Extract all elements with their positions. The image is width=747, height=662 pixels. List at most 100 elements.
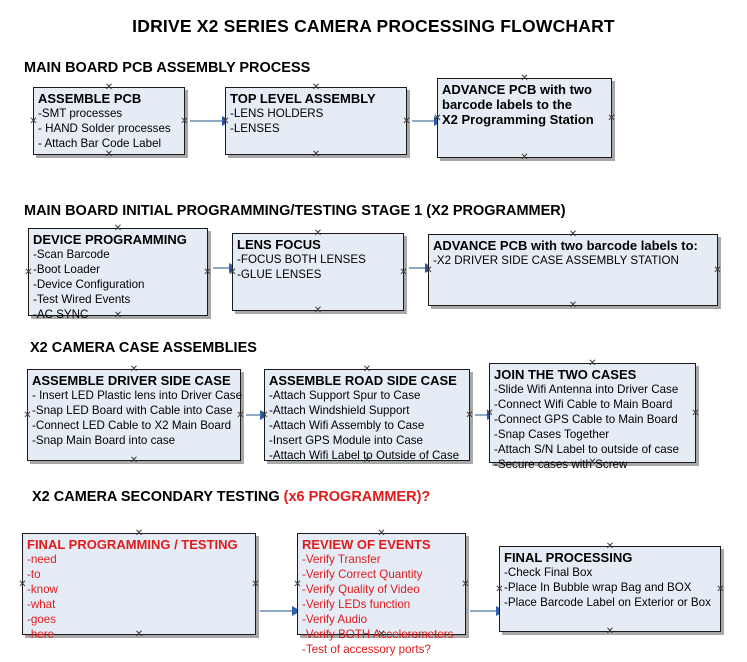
box-line: -X2 DRIVER SIDE CASE ASSEMBLY STATION (433, 254, 679, 267)
resize-handle-bottom[interactable] (569, 301, 578, 310)
resize-handle-bottom[interactable] (105, 150, 114, 159)
box-lines: -need -to -know -what -goes -here (27, 552, 251, 642)
section-heading-3: X2 CAMERA CASE ASSEMBLIES (30, 340, 257, 356)
resize-handle-right[interactable] (236, 411, 245, 420)
box-header: ASSEMBLE PCB (38, 91, 142, 106)
resize-handle-right[interactable] (461, 580, 470, 589)
connector-lens-focus-to-advance (409, 263, 434, 273)
box-line: -Verify Audio (302, 613, 368, 626)
box-line: -Snap Main Board into case (32, 434, 176, 447)
box-lines: -Slide Wifi Antenna into Driver Case -Co… (494, 382, 691, 472)
resize-handle-right[interactable] (180, 117, 189, 126)
box-lines: -Attach Support Spur to Case -Attach Win… (269, 388, 465, 463)
box-top-level-assembly[interactable]: TOP LEVEL ASSEMBLY -LENS HOLDERS -LENSES (225, 87, 407, 155)
resize-handle-left[interactable] (23, 411, 32, 420)
box-header: ADVANCE PCB with two (442, 82, 592, 97)
box-line: -Place Barcode Label on Exterior or Box (504, 596, 711, 609)
connector-review-to-final-processing (470, 606, 505, 616)
box-line: -AC SYNC (33, 308, 89, 321)
resize-handle-bottom[interactable] (314, 306, 323, 315)
section-heading-3-text: X2 CAMERA CASE ASSEMBLIES (30, 340, 257, 356)
resize-handle-right[interactable] (713, 266, 722, 275)
box-line: -Slide Wifi Antenna into Driver Case (494, 383, 679, 396)
section-heading-2-text: MAIN BOARD INITIAL PROGRAMMING/TESTING S… (24, 203, 566, 219)
box-line: -Attach S/N Label to outside of case (494, 443, 679, 456)
box-line: -Boot Loader (33, 263, 101, 276)
resize-handle-right[interactable] (203, 268, 212, 277)
box-header: TOP LEVEL ASSEMBLY (230, 91, 376, 106)
resize-handle-left[interactable] (29, 117, 38, 126)
box-review-of-events[interactable]: REVIEW OF EVENTS -Verify Transfer -Verif… (297, 533, 466, 656)
box-line: - HAND Solder processes (38, 122, 171, 135)
page-title: IDRIVE X2 SERIES CAMERA PROCESSING FLOWC… (132, 16, 615, 36)
connector-device-programming-to-lens-focus (213, 263, 238, 273)
resize-handle-left[interactable] (293, 580, 302, 589)
box-line: -Device Configuration (33, 278, 145, 291)
box-line: -Attach Support Spur to Case (269, 389, 421, 402)
box-header-line-2: barcode labels to the (442, 97, 573, 112)
box-final-processing[interactable]: FINAL PROCESSING -Check Final Box -Place… (499, 546, 721, 632)
box-lines: -SMT processes - HAND Solder processes -… (38, 106, 180, 151)
box-advance-pcb-programming-station[interactable]: ADVANCE PCB with two barcode labels to t… (437, 78, 612, 158)
box-line: -FOCUS BOTH LENSES (237, 253, 366, 266)
box-line: -what (27, 598, 56, 611)
box-line: -need (27, 553, 57, 566)
box-line: -GLUE LENSES (237, 268, 322, 281)
arrow-head-icon (292, 606, 301, 616)
resize-handle-right[interactable] (716, 585, 725, 594)
box-lines: -FOCUS BOTH LENSES -GLUE LENSES (237, 252, 399, 282)
box-line: - Attach Bar Code Label (38, 137, 162, 150)
resize-handle-bottom[interactable] (130, 456, 139, 465)
box-header-line-3: X2 Programming Station (442, 112, 594, 127)
resize-handle-left[interactable] (18, 580, 27, 589)
box-line: -Connect LED Cable to X2 Main Board (32, 419, 232, 432)
box-device-programming[interactable]: DEVICE PROGRAMMING -Scan Barcode -Boot L… (28, 228, 208, 321)
box-line: -SMT processes (38, 107, 123, 120)
resize-handle-left[interactable] (495, 585, 504, 594)
resize-handle-right[interactable] (465, 411, 474, 420)
section-heading-4-red-text: (x6 PROGRAMMER)? (283, 489, 431, 505)
resize-handle-right[interactable] (402, 117, 411, 126)
box-header: ASSEMBLE ROAD SIDE CASE (269, 373, 457, 388)
box-lines: - Insert LED Plastic lens into Driver Ca… (32, 388, 242, 448)
section-heading-4: X2 CAMERA SECONDARY TESTING (x6 PROGRAMM… (32, 489, 430, 505)
resize-handle-right[interactable] (691, 409, 700, 418)
box-assemble-road-side-case[interactable]: ASSEMBLE ROAD SIDE CASE -Attach Support … (264, 369, 470, 463)
box-line: -Connect GPS Cable to Main Board (494, 413, 678, 426)
resize-handle-left[interactable] (24, 268, 33, 277)
box-final-programming-testing[interactable]: FINAL PROGRAMMING / TESTING -need -to -k… (22, 533, 256, 641)
box-line: -Check Final Box (504, 566, 593, 579)
box-lines: -Scan Barcode -Boot Loader -Device Confi… (33, 247, 203, 322)
box-lens-focus[interactable]: LENS FOCUS -FOCUS BOTH LENSES -GLUE LENS… (232, 233, 404, 311)
box-header: FINAL PROGRAMMING / TESTING (27, 537, 238, 552)
box-lines: -Check Final Box -Place In Bubble wrap B… (504, 565, 716, 610)
box-line: -Attach Wifi Label to Outside of Case (269, 449, 460, 462)
resize-handle-right[interactable] (607, 114, 616, 123)
box-lines: -X2 DRIVER SIDE CASE ASSEMBLY STATION (433, 253, 713, 268)
box-line: -Connect Wifi Cable to Main Board (494, 398, 673, 411)
box-line-overflow: -Test of accessory ports? (302, 643, 431, 656)
box-line: -Verify LEDs function (302, 598, 411, 611)
box-header: ASSEMBLE DRIVER SIDE CASE (32, 373, 231, 388)
connector-final-programming-to-review (260, 606, 301, 616)
box-header: JOIN THE TWO CASES (494, 367, 637, 382)
resize-handle-bottom[interactable] (606, 627, 615, 636)
box-join-the-two-cases[interactable]: JOIN THE TWO CASES -Slide Wifi Antenna i… (489, 363, 696, 471)
connector-pcb-to-top-level (190, 116, 231, 126)
resize-handle-right[interactable] (251, 580, 260, 589)
box-line: -Secure cases with Screw (494, 458, 628, 471)
section-heading-4-text: X2 CAMERA SECONDARY TESTING (32, 489, 284, 505)
resize-handle-bottom[interactable] (520, 153, 529, 162)
section-heading-2: MAIN BOARD INITIAL PROGRAMMING/TESTING S… (24, 203, 566, 219)
connector-driver-side-to-road-side (246, 410, 269, 420)
resize-handle-bottom[interactable] (312, 150, 321, 159)
box-header: LENS FOCUS (237, 237, 321, 252)
box-line: -Attach Wifi Assembly to Case (269, 419, 425, 432)
connector-road-side-to-join (475, 410, 496, 420)
box-assemble-driver-side-case[interactable]: ASSEMBLE DRIVER SIDE CASE - Insert LED P… (27, 369, 242, 461)
box-assemble-pcb[interactable]: ASSEMBLE PCB -SMT processes - HAND Solde… (33, 87, 185, 155)
box-line: -LENSES (230, 122, 280, 135)
resize-handle-right[interactable] (399, 268, 408, 277)
box-advance-pcb-driver-side-case[interactable]: ADVANCE PCB with two barcode labels to: … (428, 234, 718, 306)
